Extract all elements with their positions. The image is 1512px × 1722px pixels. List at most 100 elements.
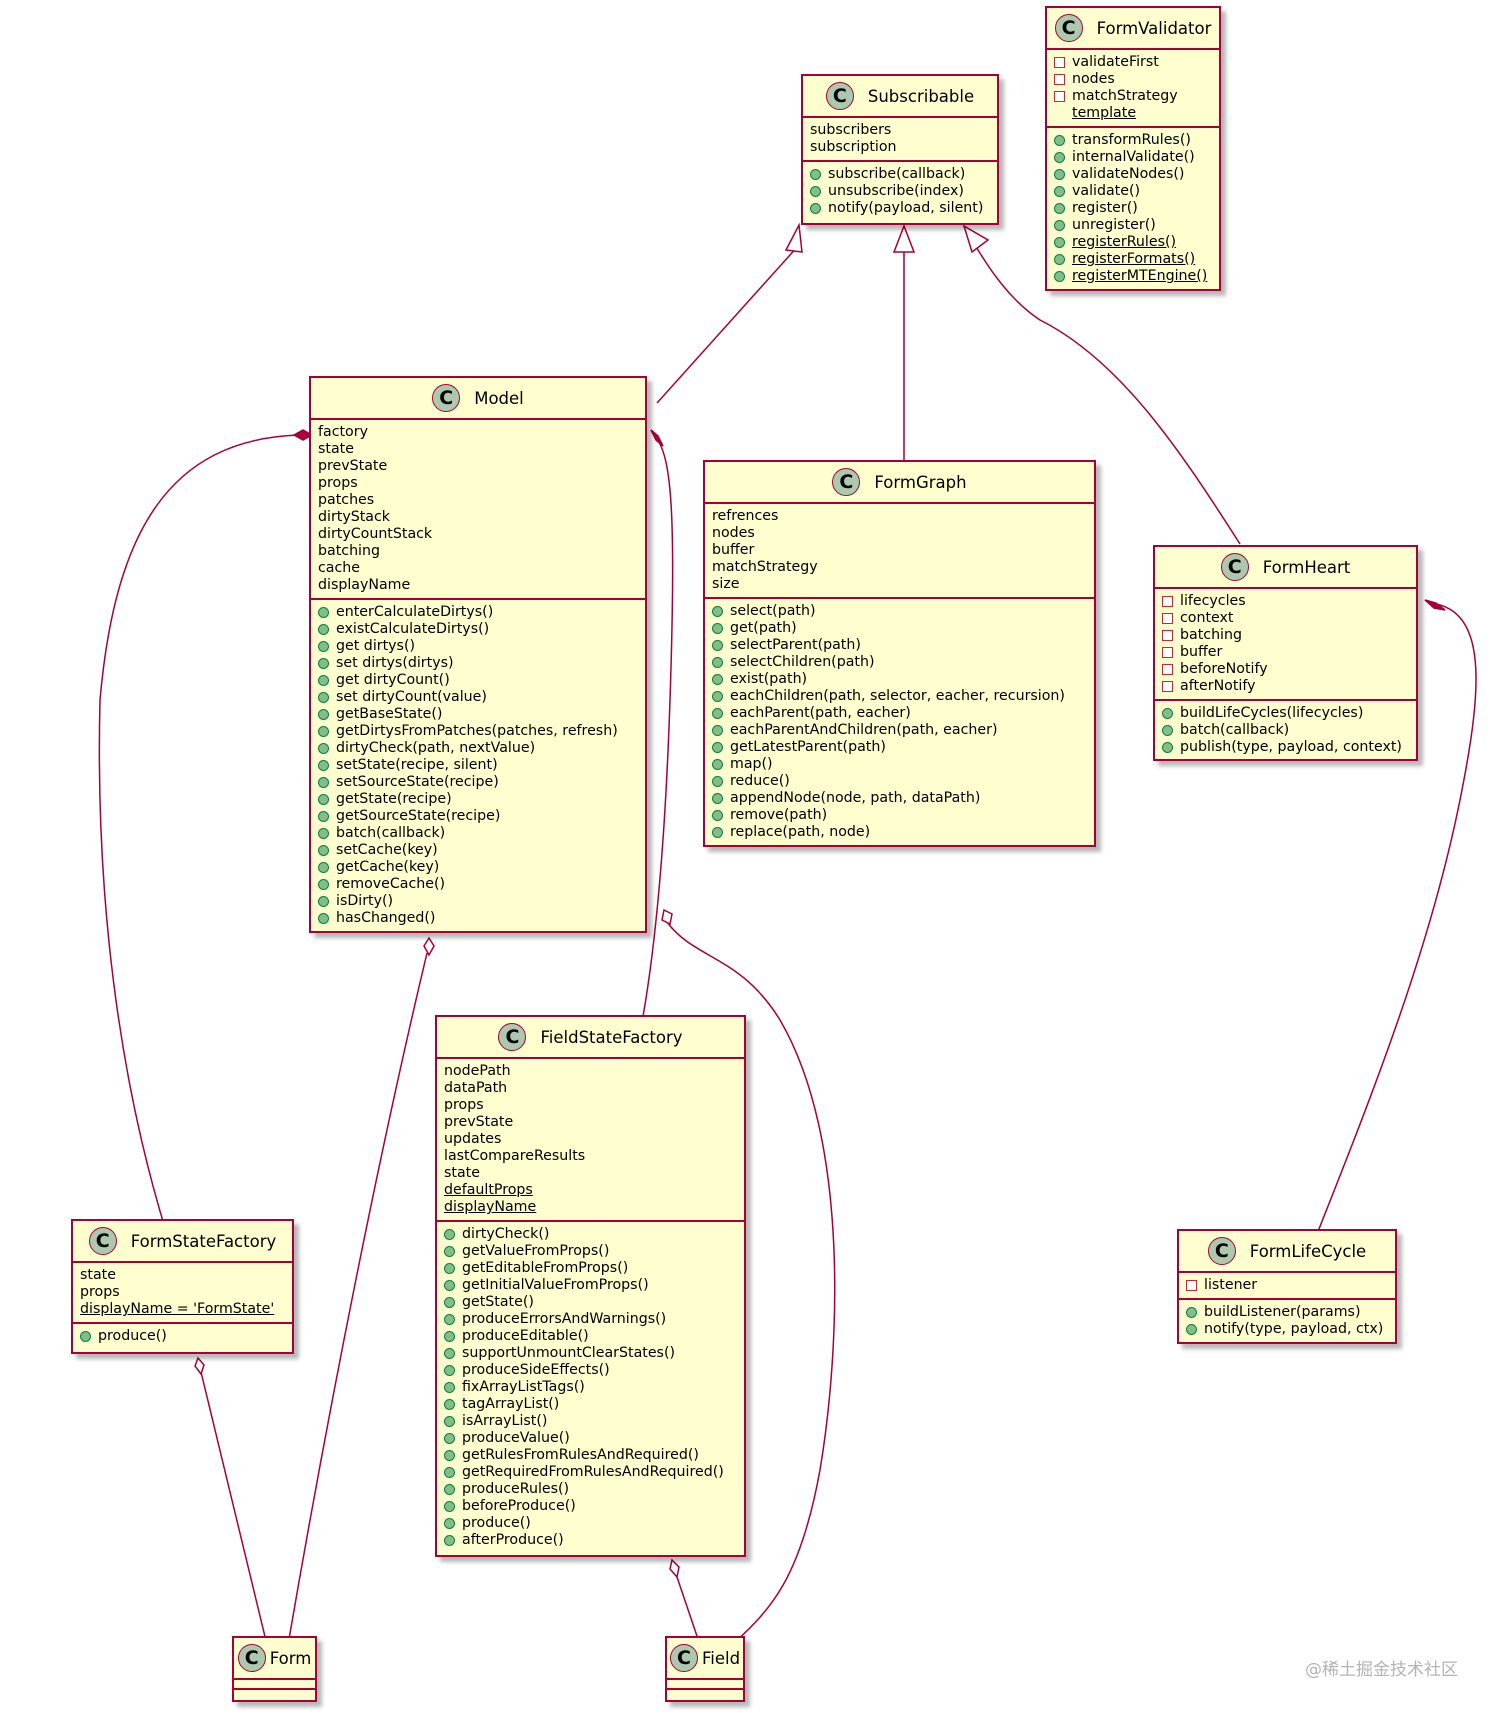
attribute-text: beforeNotify	[1180, 661, 1268, 677]
attribute-row: size	[712, 576, 1088, 593]
method-text: produceErrorsAndWarnings()	[462, 1311, 667, 1327]
public-visibility-icon	[318, 913, 329, 924]
method-row: produceSideEffects()	[444, 1362, 738, 1379]
class-form: C Form	[232, 1636, 317, 1702]
attribute-row: context	[1162, 610, 1410, 627]
method-row: dirtyCheck()	[444, 1226, 738, 1243]
method-text: removeCache()	[336, 876, 446, 892]
method-text: isDirty()	[336, 893, 394, 909]
method-text: notify(payload, silent)	[828, 200, 984, 216]
method-text: notify(type, payload, ctx)	[1204, 1321, 1384, 1337]
attribute-row: props	[444, 1097, 738, 1114]
method-row: validateNodes()	[1054, 166, 1213, 183]
method-row: appendNode(node, path, dataPath)	[712, 790, 1088, 807]
public-visibility-icon	[1186, 1307, 1197, 1318]
method-text: buildListener(params)	[1204, 1304, 1361, 1320]
attribute-text: updates	[444, 1131, 502, 1147]
edge-fieldstatefactory-field	[676, 1576, 701, 1646]
private-visibility-icon	[1054, 91, 1065, 102]
method-row: produceErrorsAndWarnings()	[444, 1311, 738, 1328]
public-visibility-icon	[444, 1535, 455, 1546]
method-text: publish(type, payload, context)	[1180, 739, 1402, 755]
method-row: validate()	[1054, 183, 1213, 200]
attribute-row: displayName = 'FormState'	[80, 1301, 286, 1318]
attribute-text: props	[444, 1097, 484, 1113]
class-header: C FormGraph	[705, 462, 1094, 504]
class-name: Field	[701, 1648, 741, 1668]
public-visibility-icon	[1054, 254, 1065, 265]
method-row: set dirtyCount(value)	[318, 689, 639, 706]
private-visibility-icon	[1162, 630, 1173, 641]
method-row: registerFormats()	[1054, 251, 1213, 268]
class-c-icon: C	[237, 1644, 266, 1672]
method-text: get dirtyCount()	[336, 672, 450, 688]
class-c-icon: C	[1207, 1237, 1236, 1265]
method-text: batch(callback)	[336, 825, 446, 841]
attribute-text: displayName = 'FormState'	[80, 1301, 275, 1317]
method-row: get dirtys()	[318, 638, 639, 655]
attribute-text: dirtyStack	[318, 509, 391, 525]
attribute-text: displayName	[444, 1199, 537, 1215]
method-row: eachChildren(path, selector, eacher, rec…	[712, 688, 1088, 705]
method-row: dirtyCheck(path, nextValue)	[318, 740, 639, 757]
public-visibility-icon	[318, 879, 329, 890]
public-visibility-icon	[1054, 186, 1065, 197]
public-visibility-icon	[712, 725, 723, 736]
method-text: produceRules()	[462, 1481, 570, 1497]
attribute-row: displayName	[444, 1199, 738, 1216]
method-text: reduce()	[730, 773, 790, 789]
method-row: setState(recipe, silent)	[318, 757, 639, 774]
method-row: getRulesFromRulesAndRequired()	[444, 1447, 738, 1464]
method-row: existCalculateDirtys()	[318, 621, 639, 638]
method-text: registerFormats()	[1072, 251, 1196, 267]
class-header: C Field	[667, 1638, 743, 1680]
method-row: isArrayList()	[444, 1413, 738, 1430]
class-header: C Model	[311, 378, 645, 420]
method-row: setCache(key)	[318, 842, 639, 859]
attribute-text: patches	[318, 492, 375, 508]
public-visibility-icon	[444, 1518, 455, 1529]
methods-section: transformRules()internalValidate()valida…	[1047, 128, 1219, 289]
method-text: selectParent(path)	[730, 637, 861, 653]
public-visibility-icon	[1162, 708, 1173, 719]
attribute-text: state	[80, 1267, 116, 1283]
attribute-row: state	[80, 1267, 286, 1284]
method-text: getState(recipe)	[336, 791, 452, 807]
method-row: produceValue()	[444, 1430, 738, 1447]
attribute-text: lastCompareResults	[444, 1148, 586, 1164]
attribute-row: displayName	[318, 577, 639, 594]
method-text: getEditableFromProps()	[462, 1260, 629, 1276]
method-text: getRulesFromRulesAndRequired()	[462, 1447, 699, 1463]
method-row: getDirtysFromPatches(patches, refresh)	[318, 723, 639, 740]
public-visibility-icon	[318, 743, 329, 754]
watermark: @稀土掘金技术社区	[1305, 1660, 1458, 1680]
public-visibility-icon	[444, 1382, 455, 1393]
attribute-row: nodes	[712, 525, 1088, 542]
method-row: get(path)	[712, 620, 1088, 637]
method-row: map()	[712, 756, 1088, 773]
method-text: beforeProduce()	[462, 1498, 576, 1514]
public-visibility-icon	[712, 606, 723, 617]
method-text: enterCalculateDirtys()	[336, 604, 494, 620]
method-text: unsubscribe(index)	[828, 183, 964, 199]
public-visibility-icon	[712, 742, 723, 753]
class-name: FormStateFactory	[130, 1231, 277, 1251]
method-text: selectChildren(path)	[730, 654, 875, 670]
public-visibility-icon	[318, 607, 329, 618]
method-text: getSourceState(recipe)	[336, 808, 501, 824]
class-c-icon: C	[432, 384, 461, 412]
method-text: setSourceState(recipe)	[336, 774, 499, 790]
method-text: transformRules()	[1072, 132, 1191, 148]
method-row: selectChildren(path)	[712, 654, 1088, 671]
method-row: eachParentAndChildren(path, eacher)	[712, 722, 1088, 739]
method-text: eachParentAndChildren(path, eacher)	[730, 722, 998, 738]
public-visibility-icon	[444, 1416, 455, 1427]
method-text: dirtyCheck()	[462, 1226, 550, 1242]
method-row: registerMTEngine()	[1054, 268, 1213, 285]
method-row: produce()	[444, 1515, 738, 1532]
method-text: produce()	[462, 1515, 531, 1531]
